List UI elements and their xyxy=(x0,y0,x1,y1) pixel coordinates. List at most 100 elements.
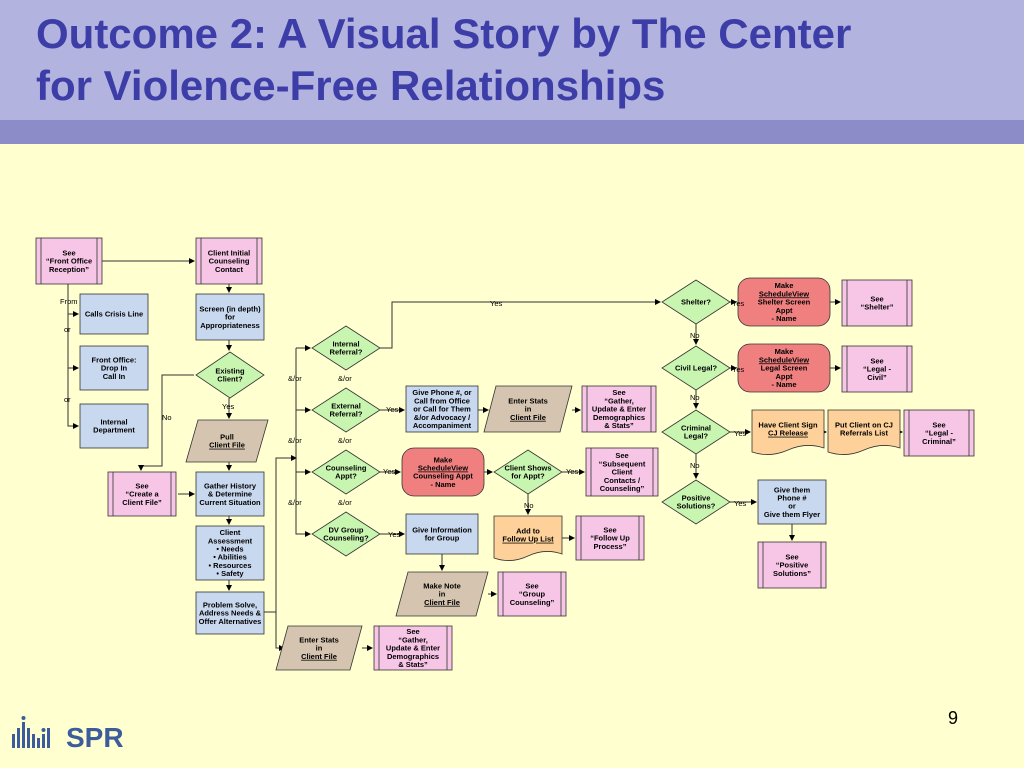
node-text: Counseling? xyxy=(323,534,369,543)
node-text: DV Group xyxy=(329,526,364,535)
edge-label: &/or xyxy=(288,374,302,383)
node-text: Shelter Screen xyxy=(758,298,811,307)
node-text: “Create a xyxy=(125,490,159,499)
node-text: See xyxy=(932,420,945,429)
node-text: “Front Office xyxy=(46,257,92,266)
node-text: Make xyxy=(775,347,794,356)
flowchart-node-problem-solve: Problem Solve,Address Needs &Offer Alter… xyxy=(195,591,265,635)
connector-30 xyxy=(380,299,661,349)
node-text: Follow Up List xyxy=(502,535,554,544)
node-text: Referral? xyxy=(330,410,363,419)
edge-label: No xyxy=(524,501,534,510)
node-text: in xyxy=(439,590,446,599)
node-text: Counseling Appt xyxy=(413,472,473,481)
title-header xyxy=(0,0,1024,120)
header-bar xyxy=(0,120,1024,144)
node-text: Civil” xyxy=(867,373,887,382)
node-text: for xyxy=(225,313,235,322)
node-text: “Follow Up xyxy=(590,534,630,543)
slide-title: Outcome 2: A Visual Story by The Center … xyxy=(36,8,851,112)
node-text: Counseling xyxy=(326,464,367,473)
page-number: 9 xyxy=(948,708,959,728)
node-text: Client xyxy=(220,528,241,537)
node-text: Legal? xyxy=(684,432,709,441)
node-text: Gather History xyxy=(204,481,257,490)
node-text: See xyxy=(615,451,628,460)
connector-12 xyxy=(264,455,297,613)
node-text: Give Information xyxy=(412,526,472,535)
node-text: • Safety xyxy=(216,569,244,578)
flowchart-node-calls-crisis: Calls Crisis Line xyxy=(79,293,149,335)
node-text: Drop In xyxy=(101,364,128,373)
node-text: & Stats” xyxy=(398,660,428,669)
edge-label: &/or xyxy=(338,498,352,507)
node-text: “Gather, xyxy=(604,396,634,405)
node-text: Call from Office xyxy=(414,396,470,405)
node-text: ScheduleView xyxy=(418,464,468,473)
node-text: See xyxy=(870,356,883,365)
edge-label: &/or xyxy=(338,436,352,445)
node-text: Demographics xyxy=(387,652,439,661)
edge-label: Yes xyxy=(734,429,746,438)
node-text: in xyxy=(525,405,532,414)
node-text: See xyxy=(870,295,883,304)
edge-label: No xyxy=(690,393,700,402)
node-text: Offer Alternatives xyxy=(199,617,262,626)
node-text: in xyxy=(316,644,323,653)
node-text: Problem Solve, xyxy=(203,600,257,609)
node-text: ScheduleView xyxy=(759,289,809,298)
node-text: Demographics xyxy=(593,413,645,422)
node-text: - Name xyxy=(430,480,455,489)
node-text: Legal Screen xyxy=(761,364,808,373)
node-text: Address Needs & xyxy=(199,609,262,618)
node-text: Internal xyxy=(100,418,127,427)
connector-7 xyxy=(67,284,79,429)
node-text: Counseling” xyxy=(600,484,645,493)
node-text: Appropriateness xyxy=(200,321,260,330)
edge-label: or xyxy=(64,325,71,334)
node-text: & Stats” xyxy=(604,421,634,430)
node-text: Appt xyxy=(775,306,793,315)
node-text: “Shelter” xyxy=(861,303,894,312)
node-text: Department xyxy=(93,426,135,435)
node-text: Make xyxy=(434,455,453,464)
slide-title-line-1: Outcome 2: A Visual Story by The Center xyxy=(36,10,852,57)
node-text: Call In xyxy=(103,372,126,381)
node-text: • Abilities xyxy=(213,553,247,562)
node-text: Internal xyxy=(332,340,359,349)
node-text: Phone # xyxy=(777,494,807,503)
node-text: for Group xyxy=(425,534,460,543)
node-text: Process” xyxy=(594,542,627,551)
flowchart-node-civil-legal: Civil Legal? xyxy=(661,345,731,391)
node-text: Make Note xyxy=(423,581,461,590)
node-text: See xyxy=(785,552,798,561)
node-text: See xyxy=(525,581,538,590)
node-text: Client File” xyxy=(122,498,162,507)
edge-label: No xyxy=(162,413,172,422)
node-text: Existing xyxy=(215,367,245,376)
edge-label: Yes xyxy=(566,467,578,476)
node-text: Referrals List xyxy=(840,429,888,438)
node-text: Client File xyxy=(209,441,245,450)
node-text: See xyxy=(135,481,148,490)
flowchart-edge-labels: FromororNoYes&/or&/or&/or&/or&/or&/orYes… xyxy=(60,297,746,539)
node-text: - Name xyxy=(771,314,796,323)
node-text: See xyxy=(62,248,75,257)
